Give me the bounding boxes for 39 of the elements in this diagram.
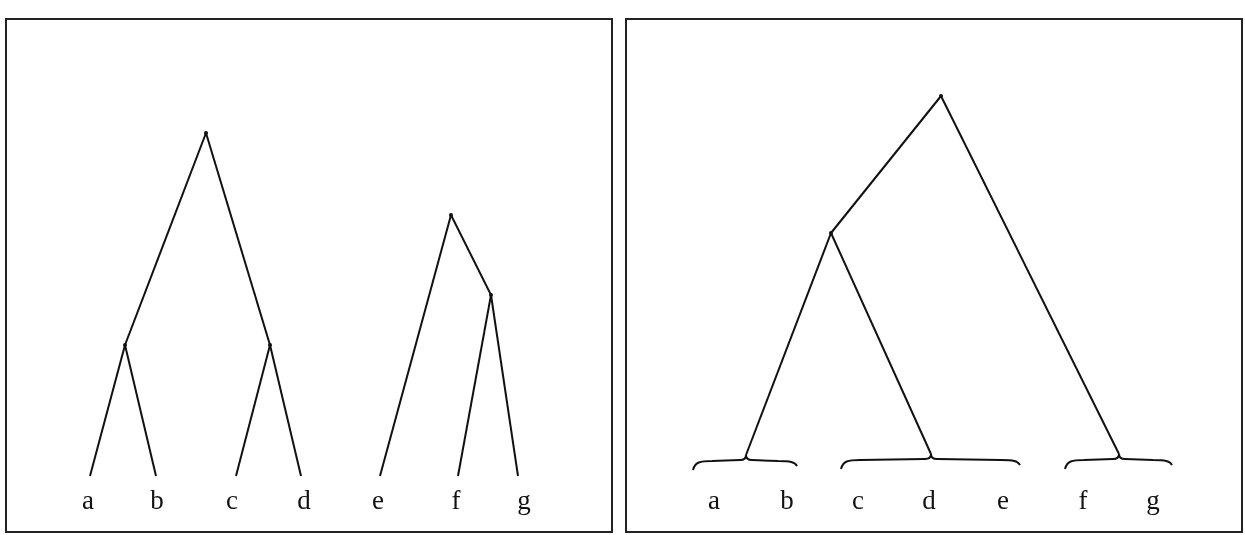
leaf-label: b — [775, 486, 799, 514]
tree-branch — [205, 132, 271, 346]
leaf-label: g — [1141, 486, 1165, 514]
leaf-label: e — [991, 486, 1015, 514]
tree-branch — [89, 344, 126, 477]
tree-branch — [830, 95, 942, 234]
leaf-label: g — [512, 486, 536, 514]
branch-point — [123, 343, 127, 347]
tree-branch — [124, 132, 207, 346]
leaf-label: d — [917, 486, 941, 514]
curly-brace — [1064, 453, 1173, 471]
leaf-label: a — [76, 486, 100, 514]
leaf-label: a — [702, 486, 726, 514]
tree-branch — [490, 294, 519, 477]
tree-branch — [745, 232, 832, 456]
branch-point — [939, 94, 943, 98]
leaf-label: f — [444, 486, 468, 514]
branch-point — [204, 131, 208, 135]
tree-branch — [450, 214, 492, 296]
branch-point — [829, 231, 833, 235]
panel-frame — [5, 18, 613, 533]
tree-branch — [379, 214, 452, 477]
tree-branch — [830, 232, 932, 455]
tree-branch — [235, 344, 271, 477]
tree-branch — [124, 344, 157, 477]
tree-branch — [940, 95, 1120, 455]
leaf-label: e — [366, 486, 390, 514]
leaf-label: b — [145, 486, 169, 514]
curly-brace — [840, 453, 1021, 471]
panel-frame — [625, 18, 1243, 533]
curly-brace — [692, 454, 798, 472]
leaf-label: c — [846, 486, 870, 514]
tree-branch — [269, 344, 302, 477]
leaf-label: f — [1071, 486, 1095, 514]
branch-point — [268, 343, 272, 347]
branch-point — [489, 293, 493, 297]
leaf-label: c — [220, 486, 244, 514]
leaf-label: d — [292, 486, 316, 514]
branch-point — [449, 213, 453, 217]
